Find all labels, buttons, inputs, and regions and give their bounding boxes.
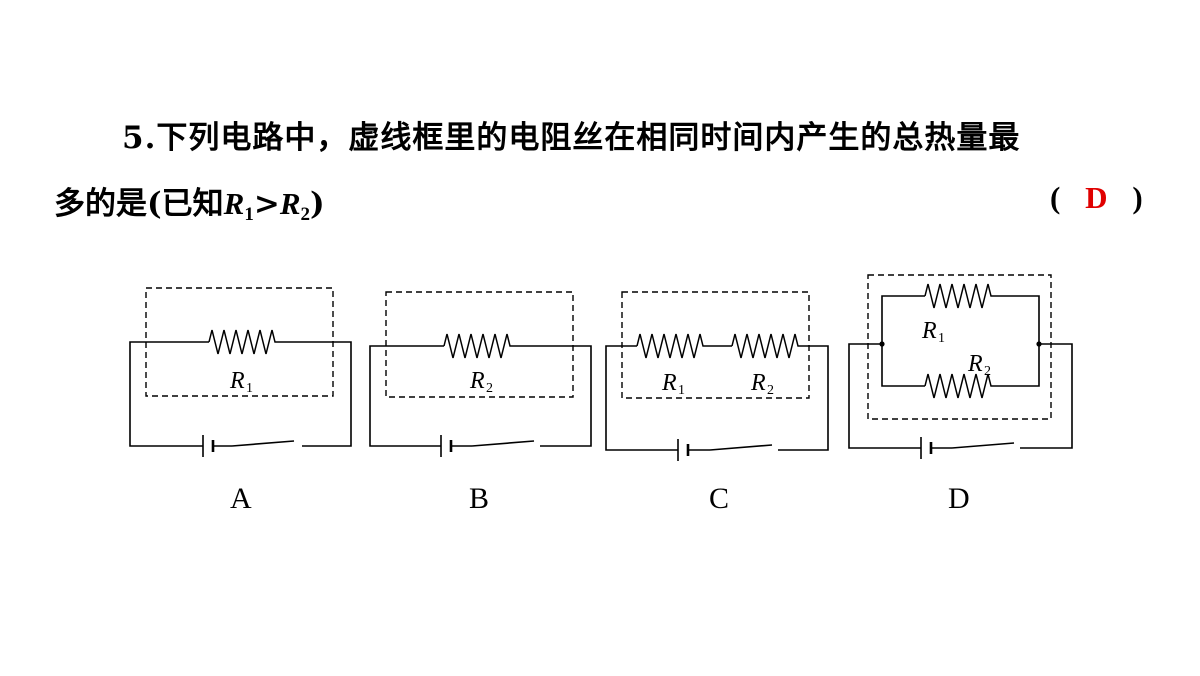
resistor-r2-d	[924, 373, 997, 399]
question-line-1: 5.下列电路中，虚线框里的电阻丝在相同时间内产生的总热量最	[122, 112, 1020, 157]
wire-d-parallel-right	[997, 295, 1040, 387]
switch-c	[709, 444, 773, 451]
junction-left-d	[879, 341, 885, 347]
question-text-2: 多的是(已知	[54, 186, 224, 222]
wire-b-right	[513, 345, 592, 447]
resistor-r1-c	[636, 333, 706, 359]
circuit-c: R 1 R 2 C	[605, 291, 829, 515]
answer-bracket: ( D)	[1050, 180, 1143, 216]
circuit-b: R 2 B	[369, 291, 592, 515]
wire-d-left	[848, 343, 952, 449]
wire-a-left	[129, 341, 232, 447]
wire-c-left	[605, 345, 710, 451]
junction-right-d	[1036, 341, 1042, 347]
option-label-d: D	[948, 482, 970, 515]
label-r2-d: R	[967, 351, 983, 377]
answer-close-paren: )	[1132, 180, 1143, 215]
label-r-a: R	[229, 368, 245, 394]
label-r1-d: R	[921, 318, 937, 344]
answer-value: D	[1085, 180, 1108, 215]
option-label-a: A	[230, 482, 252, 515]
r2-symbol: R	[279, 186, 301, 221]
label-r-sub-a: 1	[246, 381, 253, 396]
wire-c-right	[778, 345, 829, 451]
answer-open-paren: (	[1050, 180, 1061, 215]
question-close-paren: )	[310, 186, 325, 222]
question-number: 5.	[122, 120, 157, 156]
label-r1-sub-d: 1	[938, 331, 945, 346]
label-r-sub-b: 2	[486, 381, 493, 396]
label-r2-sub-d: 2	[984, 364, 991, 379]
question-text-1: 下列电路中，虚线框里的电阻丝在相同时间内产生的总热量最	[156, 120, 1021, 156]
dashed-box-c	[621, 291, 810, 399]
circuit-d: R 1 R 2 D	[848, 274, 1073, 515]
switch-a	[231, 440, 295, 447]
dashed-box-d	[867, 274, 1052, 420]
label-r-b: R	[469, 368, 485, 394]
wire-d-right	[1020, 343, 1073, 449]
label-r1-c: R	[661, 370, 677, 396]
label-r2-sub-c: 2	[767, 383, 774, 398]
label-r1-sub-c: 1	[678, 383, 685, 398]
option-label-b: B	[469, 482, 489, 515]
question-line-2: 多的是(已知R1>R2)	[54, 178, 325, 226]
dashed-box-b	[385, 291, 574, 398]
resistor-r2-c	[731, 333, 803, 359]
resistor-r1-d	[924, 283, 997, 309]
resistor-r1-a	[208, 329, 278, 355]
wire-a-right	[278, 341, 352, 447]
wire-d-parallel-left	[881, 295, 925, 387]
switch-d	[951, 442, 1015, 449]
r1-subscript: 1	[244, 204, 254, 225]
option-label-c: C	[709, 482, 729, 515]
resistor-r2-b	[443, 333, 513, 359]
circuit-a: R 1 A	[129, 287, 352, 515]
wire-b-left	[369, 345, 472, 447]
r1-symbol: R	[223, 186, 245, 221]
greater-than-sign: >	[253, 186, 280, 222]
r2-subscript: 2	[300, 204, 311, 225]
label-r2-c: R	[750, 370, 766, 396]
switch-b	[471, 440, 535, 447]
